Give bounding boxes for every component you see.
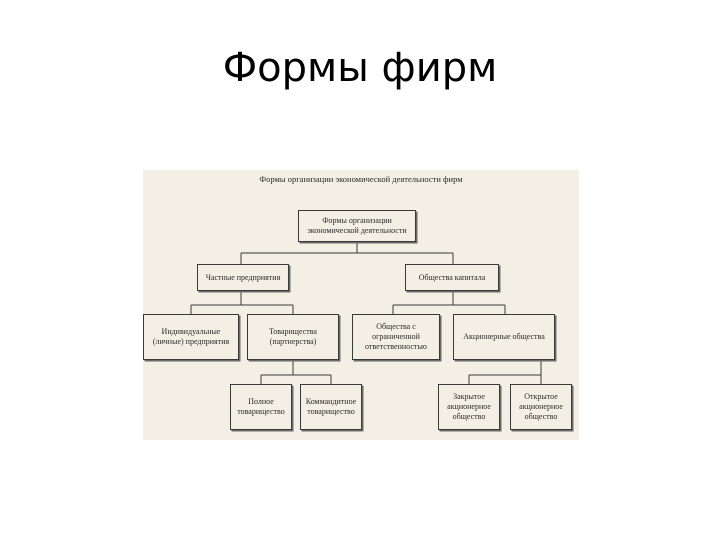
node-closed-jsc-label: Закрытое акционерное общество — [447, 392, 491, 421]
node-llc-label: Общества с ограниченной ответственностью — [364, 322, 428, 351]
node-partnerships-label: Товарищества (партнерства) — [269, 327, 317, 346]
slide-title: Формы фирм — [222, 45, 498, 91]
diagram-caption: Формы организации экономической деятельн… — [259, 174, 463, 184]
node-full-partnership: Полное товарищество — [230, 384, 292, 430]
node-joint-stock: Акционерные общества — [453, 314, 555, 360]
node-individual-label: Индивидуальные (личные) предприятия — [152, 327, 230, 346]
node-limited-partnership-label: Коммандитное товарищество — [305, 397, 357, 416]
diagram-figure: Формы организации экономической деятельн… — [143, 170, 579, 440]
node-partnerships: Товарищества (партнерства) — [247, 314, 339, 360]
node-joint-stock-label: Акционерные общества — [463, 332, 545, 341]
node-root-label: Формы организации экономической деятельн… — [307, 216, 407, 235]
node-private-label: Частные предприятия — [205, 272, 281, 282]
node-private: Частные предприятия — [197, 264, 289, 291]
node-individual: Индивидуальные (личные) предприятия — [143, 314, 239, 360]
node-limited-partnership: Коммандитное товарищество — [300, 384, 362, 430]
node-closed-jsc: Закрытое акционерное общество — [438, 384, 500, 430]
node-root: Формы организации экономической деятельн… — [298, 210, 416, 242]
node-open-jsc: Открытое акционерное общество — [510, 384, 572, 430]
node-llc: Общества с ограниченной ответственностью — [352, 314, 440, 360]
node-open-jsc-label: Открытое акционерное общество — [519, 392, 563, 421]
node-companies-label: Общества капитала — [418, 272, 486, 282]
node-companies: Общества капитала — [405, 264, 499, 291]
diagram-connectors — [190, 242, 542, 384]
node-full-partnership-label: Полное товарищество — [237, 397, 285, 416]
